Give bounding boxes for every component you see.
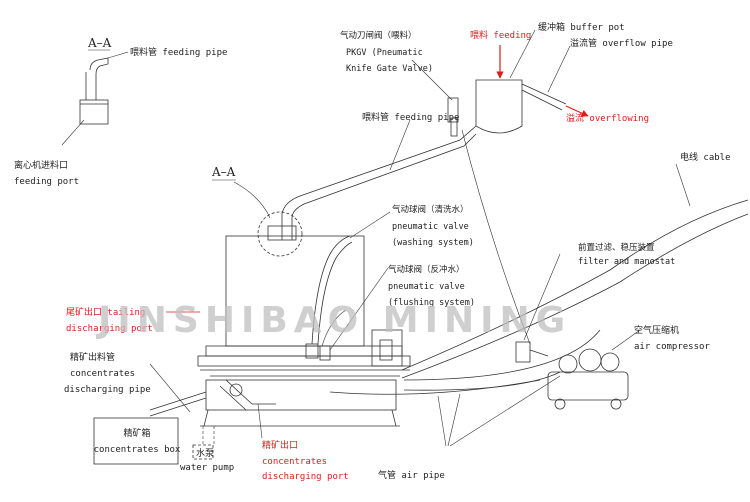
label-ball-valve-flush-3: (flushing system) [388,298,475,308]
label-conc-box-cn: 精矿箱 [123,427,150,439]
label-air-comp-cn: 空气压缩机 [634,324,679,336]
label-pkgv-3: Knife Gate Valve) [346,64,433,74]
label-filter-2: filter and manostat [578,257,675,267]
label-tailing-1: 尾矿出口 tailing [66,306,145,318]
label-ball-valve-flush-1: 气动球阀（反冲水） [388,264,465,275]
concentrates-box: 精矿箱 concentrates box [93,417,181,465]
label-feeding-pipe-mid: 喂料管 feeding pipe [362,111,459,123]
section-label-a: A–A [87,36,112,50]
label-overflowing: 溢流 overflowing [566,112,649,124]
label-ball-valve-wash-2: pneumatic valve [392,222,469,232]
label-water-pump-en: water pump [180,463,234,473]
label-feeding-pipe-top: 喂料管 feeding pipe [130,46,227,58]
label-conc-box-en: concentrates box [94,445,181,455]
label-ball-valve-wash-3: (washing system) [392,238,474,248]
air-compressor: 空气压缩机 air compressor [547,324,710,410]
label-buffer-pot: 缓冲箱 buffer pot [538,21,625,33]
cable-and-air-pipes: 电线 cable 前置过滤、稳压装置 filter and manostat 气… [329,129,749,481]
watermark-brand: JINSHIBAO MINING [95,300,571,341]
label-ball-valve-flush-2: pneumatic valve [388,282,465,292]
label-cable: 电线 cable [680,151,731,163]
label-conc-port-cn: 精矿出口 [262,439,298,451]
label-overflow-pipe: 溢流管 overflow pipe [570,37,673,49]
label-tailing-2: discharging port [66,324,153,334]
label-feeding: 喂料 feeding [470,29,531,41]
label-pkgv-2: PKGV (Pneumatic [346,48,423,58]
label-conc-pipe-en2: discharging pipe [64,385,151,395]
label-pkgv-1: 气动刀闸阀（喂料） [340,30,417,41]
label-conc-pipe-cn: 精矿出料管 [70,351,115,363]
conc-port-label: 精矿出口 concentrates discharging port [257,403,349,482]
buffer-pot-assembly: 喂料 feeding 缓冲箱 buffer pot 溢流管 overflow p… [340,21,673,137]
label-conc-port-en1: concentrates [262,457,327,467]
centrifuge-labels: 气动球阀（清洗水） pneumatic valve (washing syste… [64,204,475,417]
feeding-pipe: 喂料管 feeding pipe A–A [211,111,477,257]
label-air-comp-en: air compressor [634,342,710,352]
label-conc-pipe-en1: concentrates [70,369,135,379]
section-detail-feeding-port: A–A 喂料管 feeding pipe 离心机进料口 feeding port [14,36,227,187]
label-conc-port-en2: discharging port [262,472,349,482]
centrifuge [197,225,411,427]
label-feeding-port-en: feeding port [14,177,79,187]
section-label-main: A–A [211,165,236,179]
label-ball-valve-wash-1: 气动球阀（清洗水） [392,204,469,215]
water-pump: 水泵 water pump [180,426,234,473]
label-feeding-port-cn: 离心机进料口 [14,159,68,171]
label-filter-1: 前置过滤、稳压装置 [578,242,655,253]
label-water-pump-cn: 水泵 [196,447,214,459]
label-air-pipe: 气管 air pipe [378,469,445,481]
